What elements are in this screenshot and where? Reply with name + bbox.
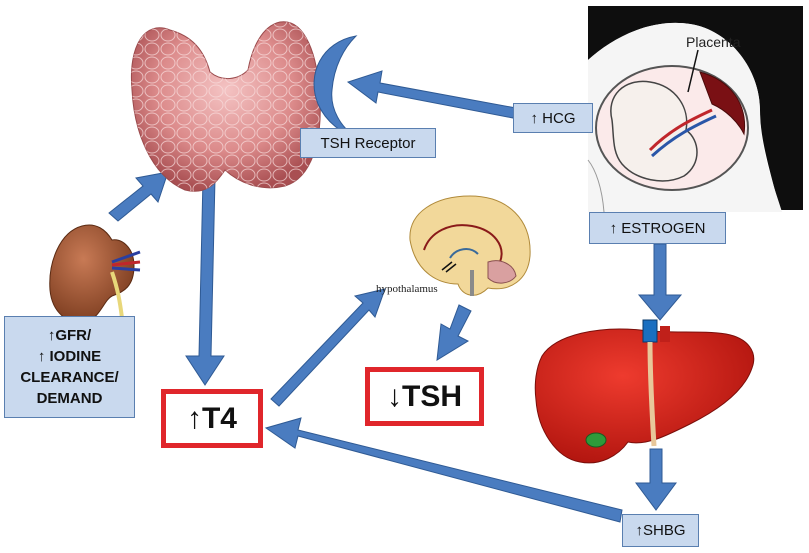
arrow-brain-to-tsh (436, 304, 472, 361)
hypothalamus-label: hypothalamus (376, 283, 438, 295)
kidney-illustration (49, 224, 141, 324)
liver-illustration (534, 319, 755, 464)
shbg-label: ↑SHBG (622, 514, 699, 547)
gfr-line-3: CLEARANCE/ (20, 369, 119, 386)
arrows (108, 70, 683, 523)
thyroid-gland-illustration (130, 21, 321, 192)
tsh-receptor-label: TSH Receptor (300, 128, 436, 158)
arrow-t4-to-hypothalamus (270, 288, 386, 407)
arrow-shbg-to-t4 (264, 417, 623, 523)
estrogen-label: ↑ ESTROGEN (589, 212, 726, 244)
placenta-label: Placenta (686, 34, 741, 50)
gfr-line-2: ↑ IODINE (37, 348, 102, 365)
arrow-hcg-to-receptor (346, 70, 517, 119)
gfr-iodine-label: ↑GFR/ ↑ IODINE CLEARANCE/ DEMAND (4, 316, 135, 418)
pregnant-uterus-illustration (587, 6, 803, 213)
brain-illustration (409, 195, 531, 296)
arrow-kidney-to-thyroid (108, 171, 169, 222)
tsh-receptor-crescent (313, 35, 359, 139)
tsh-box: ↓TSH (365, 367, 484, 426)
gfr-line-4: DEMAND (36, 390, 103, 407)
gfr-line-1: ↑GFR/ (47, 327, 92, 344)
hcg-label: ↑ HCG (513, 103, 593, 133)
arrow-liver-to-shbg (635, 448, 677, 511)
arrow-thyroid-to-t4 (185, 177, 225, 386)
arrow-estrogen-to-liver (637, 243, 683, 321)
t4-box: ↑T4 (161, 389, 263, 448)
